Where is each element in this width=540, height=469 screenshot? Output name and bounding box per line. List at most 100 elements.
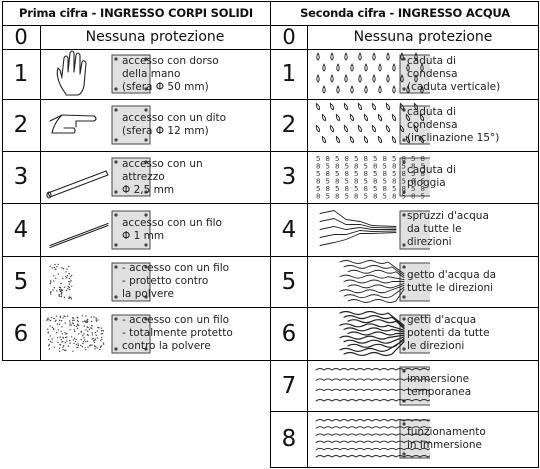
finger-icon — [49, 105, 151, 145]
water-digit-0: 0 — [282, 25, 296, 49]
slanted-drops-icon — [315, 102, 430, 145]
water-digit-4: 4 — [281, 216, 297, 243]
svg-text:5: 5 — [421, 193, 425, 201]
svg-text:5: 5 — [392, 170, 396, 178]
vertical-drops-icon — [316, 52, 430, 94]
water-description-2: caduta di condensa (inclinazione 15°) — [407, 105, 500, 144]
water-description-3: caduta di pioggia — [407, 164, 456, 189]
solids-digit-5: 5 — [13, 268, 29, 295]
svg-text:5: 5 — [392, 155, 396, 163]
svg-text:5: 5 — [316, 155, 320, 163]
water-description-7: immersione temporanea — [407, 372, 472, 398]
water-digit-3: 3 — [281, 164, 297, 190]
solids-description-5: - accesso con un filo - protetto contro … — [122, 262, 230, 300]
svg-text:5: 5 — [421, 178, 425, 186]
svg-text:5: 5 — [316, 185, 320, 193]
svg-text:8: 8 — [383, 185, 387, 193]
svg-text:8: 8 — [373, 178, 377, 186]
solids-description-2: accesso con un dito (sfera Φ 12 mm) — [122, 112, 227, 137]
svg-text:8: 8 — [421, 185, 425, 193]
svg-text:5: 5 — [421, 163, 425, 171]
hand-icon — [56, 50, 151, 96]
water-description-4: spruzzi d'acqua da tutte le direzioni — [407, 210, 489, 248]
svg-text:5: 5 — [411, 170, 415, 178]
water-description-6: getti d'acqua potenti da tutte le direzi… — [407, 314, 490, 352]
solids-description-1: accesso con dorso della mano (sfera Φ 50… — [122, 54, 219, 93]
svg-text:8: 8 — [421, 155, 425, 163]
water-description-5: getto d'acqua da tutte le direzioni — [407, 268, 497, 294]
svg-text:5: 5 — [402, 178, 406, 186]
solids-digit-4: 4 — [13, 216, 29, 243]
water-digit-6: 6 — [281, 320, 297, 347]
svg-text:5: 5 — [335, 170, 339, 178]
svg-text:5: 5 — [383, 178, 387, 186]
svg-text:5: 5 — [326, 193, 330, 201]
powerful-jet-icon — [339, 310, 430, 357]
svg-text:8: 8 — [383, 170, 387, 178]
svg-text:8: 8 — [345, 185, 349, 193]
svg-text:5: 5 — [354, 185, 358, 193]
solids-description-3: accesso con un attrezzo Φ 2,5 mm — [122, 157, 203, 196]
svg-text:8: 8 — [383, 155, 387, 163]
svg-text:5: 5 — [326, 163, 330, 171]
solids-description-6: - accesso con un filo - totalmente prote… — [122, 314, 233, 352]
svg-text:8: 8 — [402, 170, 406, 178]
water-digit-8: 8 — [281, 426, 297, 452]
solids-digit-1: 1 — [13, 61, 29, 87]
tool-icon — [46, 157, 151, 199]
water-description-8: funzionamento in immersione — [407, 426, 486, 451]
svg-text:5: 5 — [411, 185, 415, 193]
svg-text:5: 5 — [383, 163, 387, 171]
svg-text:5: 5 — [383, 193, 387, 201]
water-digit-1: 1 — [281, 61, 297, 87]
svg-text:5: 5 — [411, 155, 415, 163]
svg-text:5: 5 — [402, 163, 406, 171]
svg-text:8: 8 — [354, 193, 358, 201]
submersion-icon — [315, 419, 430, 459]
immersion-icon — [315, 366, 430, 406]
svg-text:5: 5 — [354, 170, 358, 178]
svg-text:5: 5 — [364, 178, 368, 186]
dense-dust-icon — [46, 314, 151, 354]
solids-column-title: Prima cifra - INGRESSO CORPI SOLIDI — [19, 6, 253, 20]
water-digit-2: 2 — [281, 112, 297, 138]
svg-text:5: 5 — [373, 185, 377, 193]
water-digit-5: 5 — [281, 268, 297, 295]
svg-text:8: 8 — [335, 178, 339, 186]
solids-description-4: accesso con un filo Φ 1 mm — [122, 216, 222, 242]
water-no-protection-label: Nessuna protezione — [353, 29, 493, 45]
svg-text:8: 8 — [316, 193, 320, 201]
svg-text:8: 8 — [373, 163, 377, 171]
svg-text:8: 8 — [364, 185, 368, 193]
solids-digit-3: 3 — [13, 164, 29, 190]
svg-text:8: 8 — [326, 170, 330, 178]
water-description-1: caduta di condensa (caduta verticale) — [407, 54, 501, 93]
svg-text:8: 8 — [354, 163, 358, 171]
water-digit-7: 7 — [281, 372, 297, 399]
svg-text:8: 8 — [335, 163, 339, 171]
svg-text:8: 8 — [411, 178, 415, 186]
svg-text:8: 8 — [354, 178, 358, 186]
svg-text:5: 5 — [373, 170, 377, 178]
solids-digit-0: 0 — [14, 25, 28, 49]
svg-text:5: 5 — [392, 185, 396, 193]
svg-text:8: 8 — [335, 193, 339, 201]
svg-text:8: 8 — [411, 163, 415, 171]
wire-icon — [49, 210, 151, 250]
svg-text:8: 8 — [373, 193, 377, 201]
solids-no-protection-label: Nessuna protezione — [85, 29, 225, 45]
svg-text:5: 5 — [335, 155, 339, 163]
svg-text:5: 5 — [345, 163, 349, 171]
solids-digit-6: 6 — [13, 320, 29, 347]
spray-icon — [319, 210, 430, 250]
svg-text:8: 8 — [392, 163, 396, 171]
solids-digit-2: 2 — [13, 112, 29, 138]
svg-text:8: 8 — [392, 193, 396, 201]
svg-text:5: 5 — [354, 155, 358, 163]
dust-icon — [49, 262, 151, 302]
svg-text:8: 8 — [402, 185, 406, 193]
svg-text:8: 8 — [392, 178, 396, 186]
svg-text:8: 8 — [411, 193, 415, 201]
